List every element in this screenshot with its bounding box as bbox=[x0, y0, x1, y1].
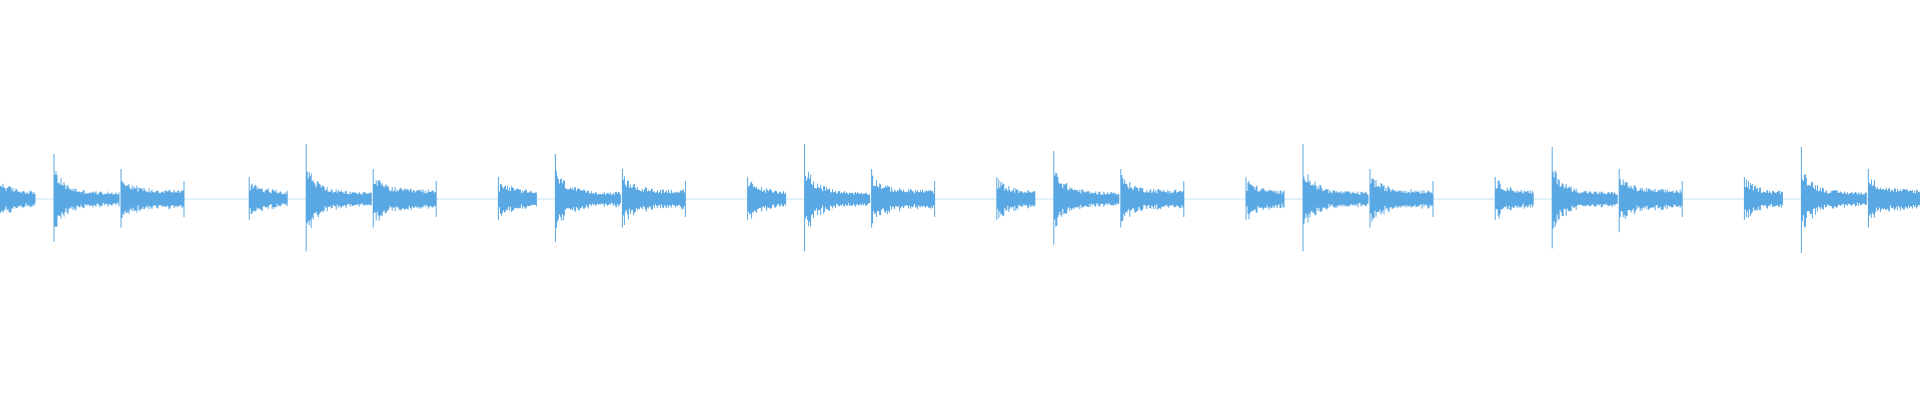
waveform-hit bbox=[1369, 169, 1434, 228]
waveform-hit bbox=[871, 169, 936, 228]
waveform-hit bbox=[1245, 177, 1285, 220]
waveform-hit bbox=[1618, 169, 1683, 233]
waveform-bar-6 bbox=[1245, 144, 1434, 252]
waveform-hit bbox=[305, 144, 372, 252]
waveform-hit bbox=[372, 169, 437, 228]
waveform-bar-8 bbox=[1743, 147, 1920, 253]
waveform-hit bbox=[804, 144, 871, 252]
waveform-hit bbox=[0, 183, 36, 214]
waveform-bar-4 bbox=[747, 144, 936, 252]
waveform-bar-7 bbox=[1494, 147, 1683, 249]
waveform-hit bbox=[1494, 177, 1534, 220]
waveform-hit bbox=[996, 177, 1036, 220]
waveform-hit bbox=[1551, 147, 1618, 249]
waveform-bar-3 bbox=[497, 154, 686, 242]
waveform-hit bbox=[621, 169, 686, 228]
waveform-hit bbox=[554, 154, 621, 242]
waveform-hit bbox=[248, 177, 288, 220]
waveform-hit bbox=[1053, 151, 1120, 245]
waveform-hit bbox=[1743, 177, 1783, 220]
waveform-hit bbox=[1302, 144, 1369, 252]
waveform-hit bbox=[1800, 147, 1867, 253]
waveform-bar-5 bbox=[996, 151, 1185, 245]
waveform-hit bbox=[747, 177, 787, 220]
waveform-hit bbox=[497, 177, 537, 220]
waveform-hit bbox=[120, 169, 185, 228]
waveform-hit bbox=[53, 154, 120, 242]
waveform-bar-2 bbox=[248, 144, 437, 252]
waveform-hit bbox=[1120, 169, 1185, 228]
waveform-hit bbox=[1867, 169, 1920, 228]
waveform-bar-1 bbox=[0, 154, 185, 242]
